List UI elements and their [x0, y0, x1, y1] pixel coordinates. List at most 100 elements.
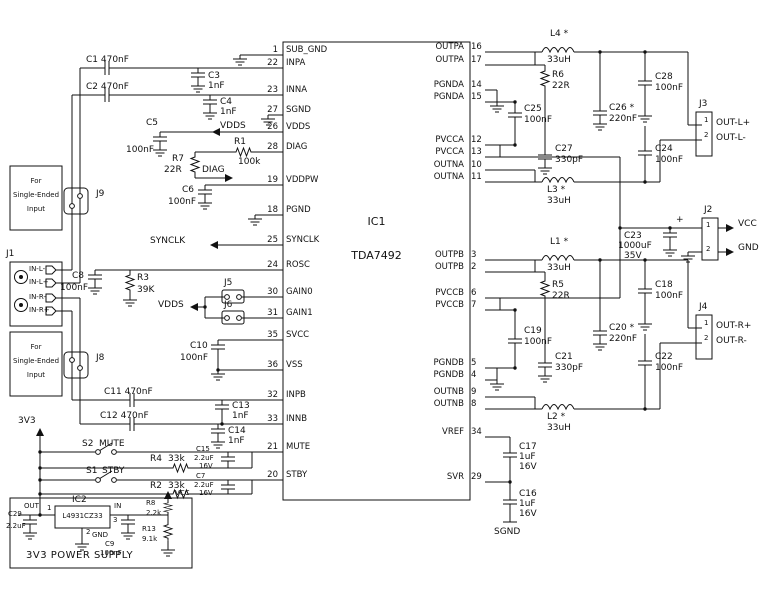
synclk-net-flag: [210, 241, 218, 249]
label-r8-value: 2.2k: [146, 509, 162, 517]
pin-name: OUTNB: [433, 387, 464, 397]
power-supply-box: [9, 497, 193, 569]
label-ic2-part: L4931CZ33: [62, 512, 103, 520]
label-c13-value: 1nF: [232, 411, 249, 421]
label-c16-ref: C16: [519, 489, 537, 499]
resistor-symbol-r3: [125, 271, 135, 294]
label-j4: J4: [699, 302, 708, 312]
label-j3-pin1: 1: [704, 116, 709, 124]
wires: [18, 51, 726, 546]
ground-symbol: [662, 245, 678, 257]
capacitor-symbol-c23: [662, 227, 678, 243]
label-out-l-minus: OUT-L-: [716, 133, 746, 143]
label-out-r-plus: OUT-R+: [716, 321, 752, 331]
resistor-symbol-r13: [163, 521, 173, 542]
pin-name: SUB_GND: [286, 45, 328, 55]
connector-j1: [9, 261, 63, 327]
ground-symbol: [592, 119, 608, 131]
ground-symbol: [247, 214, 263, 226]
label-r3-ref: R3: [137, 273, 149, 283]
inductor-symbol-l4: [541, 47, 575, 53]
pin-number: 22: [267, 58, 278, 68]
capacitor-symbol-c10: [210, 339, 226, 355]
label-c3-ref: C3: [208, 71, 221, 81]
pin-name: PGND: [286, 205, 311, 215]
label-r7-value: 22R: [164, 165, 182, 175]
capacitor-symbol-c9: [120, 514, 136, 530]
label-c24-value: 100nF: [655, 155, 684, 165]
label-j1: J1: [6, 249, 15, 259]
label-vdds-net2: VDDS: [158, 300, 184, 310]
inductor-symbol-l3: [541, 177, 575, 183]
label-r1-value: 100k: [238, 157, 261, 167]
note-single-ended-5: Single-Ended: [12, 357, 60, 365]
pin-number: 28: [267, 142, 278, 152]
label-c28-value: 100nF: [655, 83, 684, 93]
single-ended-note-box: [9, 331, 63, 397]
pin-number: 18: [267, 205, 278, 215]
label-out-r-minus: OUT-R-: [716, 336, 747, 346]
label-r4-value: 33k: [168, 454, 185, 464]
label-c23-voltage: 35V: [624, 251, 642, 261]
pin-left-diag: 28 DIAG: [240, 143, 370, 152]
pin-number: 3: [471, 250, 477, 260]
label-j6: J6: [224, 300, 233, 310]
vdds-net-flag: [190, 303, 198, 311]
jumper-j6: [221, 310, 245, 325]
pin-number: 9: [471, 387, 477, 397]
label-c23-value: 1000uF: [618, 241, 652, 251]
connector-j4: [695, 314, 713, 360]
pin-name: DIAG: [286, 142, 308, 152]
pin-name: PVCCB: [435, 300, 464, 310]
jumper-j8: [63, 351, 89, 379]
pin-number: 8: [471, 399, 477, 409]
label-3v3-net: 3V3: [18, 416, 36, 426]
label-s2-name: MUTE: [99, 439, 125, 449]
label-c21-ref: C21: [555, 352, 573, 362]
capacitor-symbol-c6: [197, 184, 213, 200]
label-r4-ref: R4: [150, 454, 162, 464]
ground-symbol: [537, 371, 553, 383]
resistor-symbol-r6: [540, 67, 550, 90]
pin-number: 20: [267, 470, 278, 480]
vcc-net-flag: [164, 491, 172, 499]
label-c7-voltage: 16V: [199, 489, 213, 497]
pin-right-outnb1: OUTNB 9: [385, 388, 485, 397]
3v3-net-flag: [36, 428, 44, 436]
ground-symbol: [190, 81, 206, 93]
label-j8: J8: [96, 353, 105, 363]
pin-name: OUTPB: [434, 250, 464, 260]
label-c3-value: 1nF: [208, 81, 225, 91]
label-c15-voltage: 16V: [199, 462, 213, 470]
pin-number: 15: [471, 92, 482, 102]
pin-name: VSS: [286, 360, 303, 370]
pin-number: 17: [471, 55, 482, 65]
label-c7-ref: C7: [196, 472, 206, 480]
label-c12: C12 470nF: [100, 411, 149, 421]
label-in-l-minus: IN-L-: [29, 265, 46, 273]
label-ic2-gnd: GND: [92, 531, 109, 539]
component-symbols: [9, 47, 734, 569]
label-j5: J5: [224, 278, 233, 288]
label-gnd-net-j2: GND: [738, 243, 759, 253]
pin-name: MUTE: [286, 442, 311, 452]
label-c22-value: 100nF: [655, 363, 684, 373]
label-l2-ref: L2 *: [547, 412, 566, 422]
vcc-net-flag: [726, 224, 734, 232]
pin-name: PVCCA: [435, 147, 464, 157]
pin-number: 5: [471, 358, 477, 368]
label-c8-ref: C8: [72, 271, 85, 281]
capacitor-symbol-c22: [637, 355, 653, 371]
capacitor-symbol-c24: [637, 145, 653, 161]
pin-name: SGND: [286, 105, 311, 115]
pin-name: PGNDA: [433, 92, 464, 102]
ground-symbol: [210, 437, 226, 449]
label-ic2-pin2: 2: [86, 528, 91, 536]
label-ps-out: OUT: [24, 502, 39, 510]
